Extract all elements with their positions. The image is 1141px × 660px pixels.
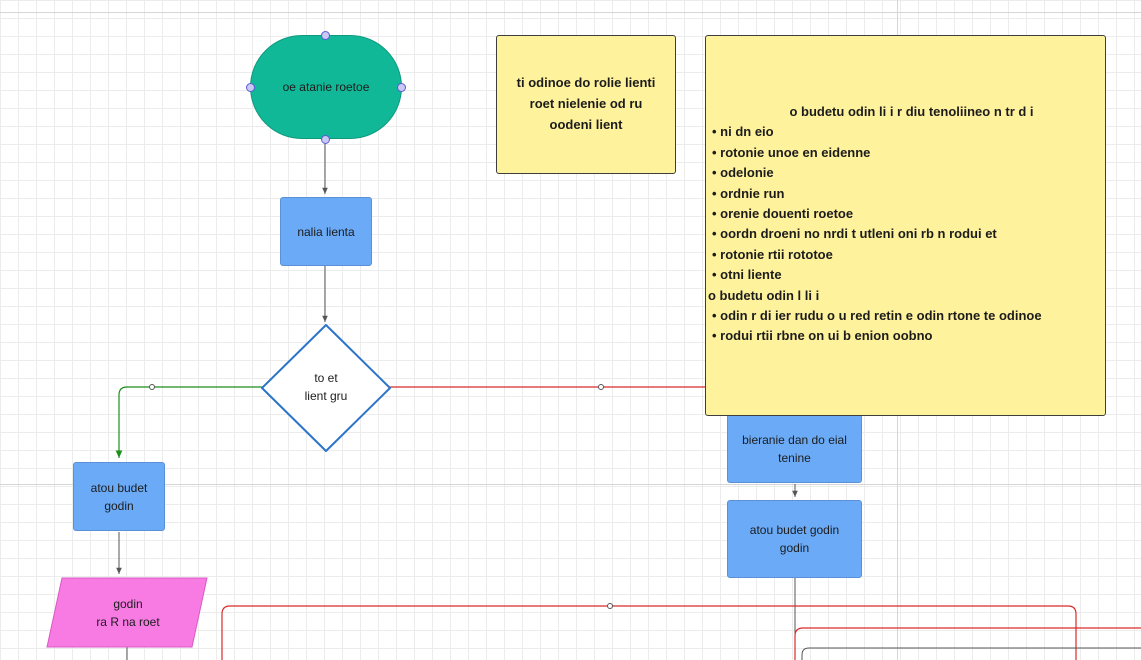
process-right-step-1[interactable]: bieranie dan do eial tenine [727,414,862,483]
connection-handle-top[interactable] [321,31,330,40]
connection-handle-left[interactable] [246,83,255,92]
connector-loop-outer[interactable] [221,605,1077,660]
process-right-step-2-label: atou budet godin godin [749,523,840,555]
process-left-branch[interactable]: atou budet godin [73,462,165,531]
sticky-note-small-text: ti odinoe do rolie lienti roet nielenie … [516,75,656,132]
decision-label: to et lient gru [304,371,348,403]
io-parallelogram[interactable] [46,577,208,649]
connector-midpoint[interactable] [607,603,613,609]
grid-line [0,484,1141,485]
list-item: ni dn eio [706,122,1105,142]
connector-midpoint[interactable] [598,384,604,390]
grid-line [0,12,1141,13]
sticky-note-large[interactable]: o budetu odin li i r diu tenoliineo n tr… [705,35,1106,416]
connector-decision-yes[interactable] [115,386,262,458]
list-item: rotonie unoe en eidenne [706,143,1105,163]
connection-handle-right[interactable] [397,83,406,92]
decision-diamond[interactable] [260,323,392,453]
list-item: ordnie run [706,184,1105,204]
connector-loop-gray[interactable] [801,647,1141,660]
list-item: rotonie rtii rototoe [706,245,1105,265]
process-right-step-2[interactable]: atou budet godin godin [727,500,862,578]
list-item: oordn droeni no nrdi t utleni oni rb n r… [706,224,1105,244]
list-item: odin r di ier rudu o u red retin e odin … [706,306,1105,326]
connector-loop-inner[interactable] [794,627,1141,660]
process-step-1-label: nalia lienta [297,224,355,239]
list-item: orenie douenti roetoe [706,204,1105,224]
list-item: rodui rtii rbne on ui b enion oobno [706,326,1105,346]
list-item: otni liente [706,265,1105,285]
connector-midpoint[interactable] [149,384,155,390]
io-label: godin ra R na roet [96,597,160,629]
sticky-note-small[interactable]: ti odinoe do rolie lienti roet nielenie … [496,35,676,174]
process-step-1[interactable]: nalia lienta [280,197,372,266]
sticky-note-large-title: o budetu odin li i r diu tenoliineo n tr… [789,104,1034,119]
process-left-branch-label: atou budet godin [90,480,148,513]
list-item: odelonie [706,163,1105,183]
start-terminator[interactable]: oe atanie roetoe [250,35,402,139]
connection-handle-bottom[interactable] [321,135,330,144]
start-label: oe atanie roetoe [282,80,370,94]
process-right-step-1-label: bieranie dan do eial tenine [742,432,847,465]
sticky-note-large-subtitle: o budetu odin l li i [708,287,820,303]
